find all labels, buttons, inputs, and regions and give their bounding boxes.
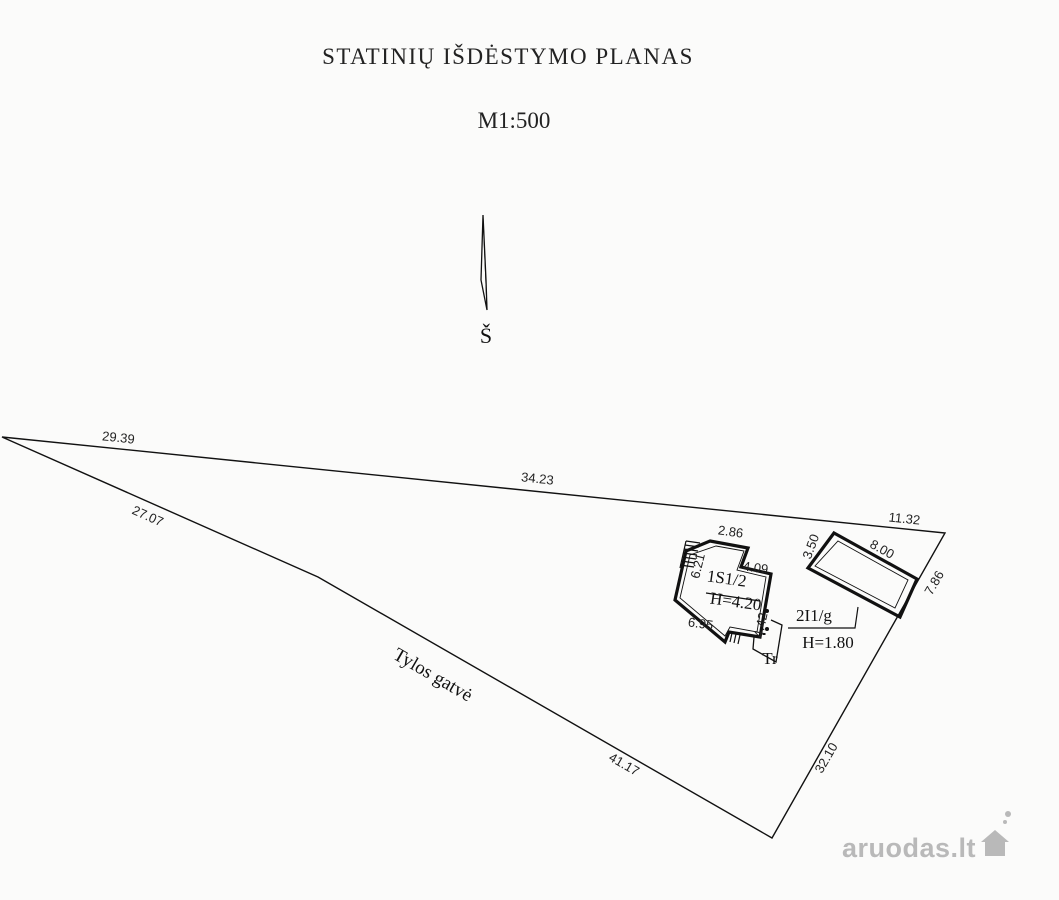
aruodas-watermark: aruodas.lt bbox=[842, 833, 976, 864]
street-name: Tylos gatvė bbox=[389, 644, 476, 706]
watermark-suffix: .lt bbox=[950, 833, 977, 863]
house-height: H=4.20 bbox=[709, 589, 763, 615]
north-label: Š bbox=[480, 323, 492, 348]
plan-title: STATINIŲ IŠDĖSTYMO PLANAS bbox=[322, 43, 694, 69]
terrace-label: Tr bbox=[762, 649, 778, 668]
house-logo-icon bbox=[981, 811, 1011, 856]
dim-east: 32.10 bbox=[811, 740, 840, 776]
house-dim-bottom: 6.95 bbox=[687, 614, 714, 632]
house-dim-top: 2.86 bbox=[717, 522, 744, 540]
garage-label: 2I1/g bbox=[796, 606, 832, 625]
dim-north-east: 11.32 bbox=[888, 509, 921, 527]
dim-north-middle: 34.23 bbox=[521, 469, 555, 487]
garage-label-leader bbox=[788, 606, 859, 629]
dim-east-upper: 7.86 bbox=[921, 568, 947, 597]
watermark-text: aruodas bbox=[842, 833, 951, 863]
north-arrow-icon bbox=[480, 214, 488, 311]
house-dim-left: 6.21 bbox=[687, 552, 708, 580]
house-label: 1S1/2 bbox=[706, 566, 748, 590]
dim-north-west: 29.39 bbox=[102, 428, 136, 446]
house-building bbox=[673, 539, 773, 645]
garage-dim-short: 3.50 bbox=[799, 532, 822, 561]
house-dim-right: 4.09 bbox=[742, 558, 769, 576]
garage-building bbox=[805, 530, 920, 620]
plot-boundary bbox=[1, 436, 947, 839]
house-dim-terrace: 4.42 bbox=[751, 611, 771, 639]
house-entrance-stairs bbox=[679, 540, 701, 569]
plan-scale: M1:500 bbox=[478, 108, 551, 133]
terrace bbox=[752, 609, 783, 664]
garage-height: H=1.80 bbox=[802, 633, 854, 652]
house-rear-stairs bbox=[725, 631, 741, 645]
house-label-underline bbox=[705, 592, 761, 602]
